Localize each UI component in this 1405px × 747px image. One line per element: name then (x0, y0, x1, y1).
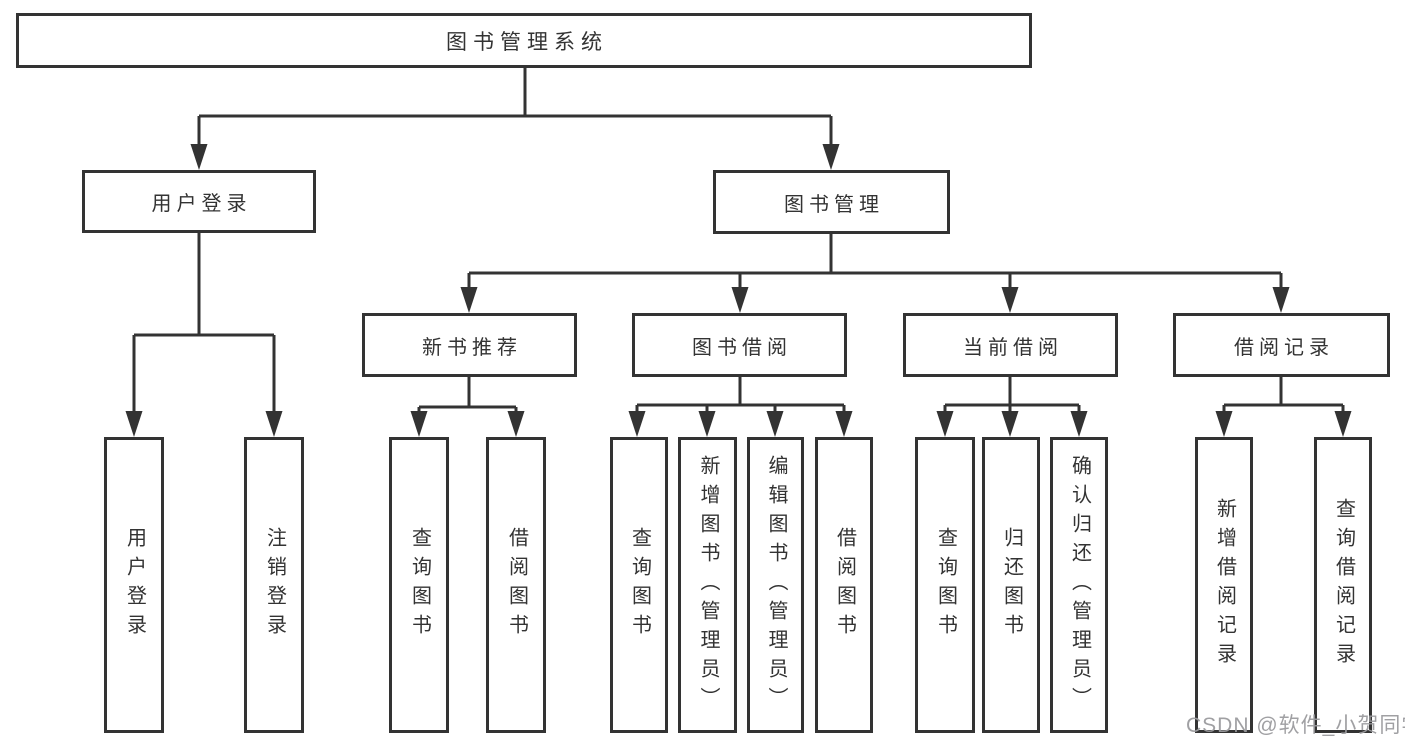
arrowhead (1070, 411, 1088, 437)
connector-user-login (132, 233, 276, 415)
leaf-query-books-current: 查询图书 (915, 437, 975, 733)
leaf-query-borrow-record: 查询借阅记录 (1314, 437, 1372, 733)
arrowhead (125, 411, 143, 437)
connector-root (197, 68, 833, 148)
arrowhead (1001, 411, 1019, 437)
node-label: 查询图书 (408, 527, 431, 643)
node-label: 新书推荐 (422, 336, 522, 359)
node-label: 查询借阅记录 (1332, 498, 1355, 672)
arrowhead (822, 144, 840, 170)
arrowhead (1334, 411, 1352, 437)
leaf-query-books-recommend: 查询图书 (389, 437, 449, 733)
connector-current-borrowing (943, 377, 1081, 415)
arrowhead (698, 411, 716, 437)
arrowhead (265, 411, 283, 437)
node-label: 用户登录 (123, 527, 146, 643)
leaf-return-books: 归还图书 (982, 437, 1040, 733)
node-label: 借阅图书 (833, 527, 856, 643)
arrowhead (507, 411, 525, 437)
arrowhead (766, 411, 784, 437)
leaf-add-borrow-record: 新增借阅记录 (1195, 437, 1253, 733)
node-book-management: 图书管理 (713, 170, 950, 234)
arrowhead (628, 411, 646, 437)
node-label: 当前借阅 (963, 336, 1063, 359)
connector-book-management (467, 234, 1283, 291)
leaf-add-book-admin: 新增图书（管理员） (678, 437, 737, 733)
node-label: 查询图书 (628, 527, 651, 643)
leaf-query-books-borrowing: 查询图书 (610, 437, 668, 733)
node-new-book-recommend: 新书推荐 (362, 313, 577, 377)
node-label: 图书管理系统 (446, 30, 608, 54)
csdn-watermark: CSDN @软件_小贺同学 (1186, 714, 1405, 737)
arrowhead (1272, 287, 1290, 313)
node-label: 新增图书（管理员） (697, 454, 719, 716)
connector-borrowing-records (1222, 377, 1345, 415)
node-current-borrowing: 当前借阅 (903, 313, 1118, 377)
node-label: 编辑图书（管理员） (765, 454, 787, 716)
arrowhead (460, 287, 478, 313)
node-book-borrowing: 图书借阅 (632, 313, 847, 377)
connector-book-borrowing (635, 377, 846, 415)
node-label: 借阅记录 (1234, 336, 1334, 359)
leaf-edit-book-admin: 编辑图书（管理员） (747, 437, 804, 733)
arrowhead (1215, 411, 1233, 437)
node-user-login: 用户登录 (82, 170, 316, 233)
arrowhead (835, 411, 853, 437)
node-label: 图书管理 (784, 193, 884, 216)
arrowhead (190, 144, 208, 170)
leaf-borrow-books: 借阅图书 (815, 437, 873, 733)
node-label: 确认归还（管理员） (1068, 454, 1091, 716)
leaf-logout: 注销登录 (244, 437, 304, 733)
node-label: 新增借阅记录 (1213, 498, 1236, 672)
node-label: 借阅图书 (505, 527, 528, 643)
leaf-user-login: 用户登录 (104, 437, 164, 733)
node-borrowing-records: 借阅记录 (1173, 313, 1390, 377)
node-label: 图书借阅 (692, 336, 792, 359)
node-label: 用户登录 (151, 193, 252, 215)
arrowhead (410, 411, 428, 437)
leaf-confirm-return-admin: 确认归还（管理员） (1050, 437, 1108, 733)
node-label: 查询图书 (934, 527, 957, 643)
leaf-borrow-books-recommend: 借阅图书 (486, 437, 546, 733)
connector-new-book-recommend (417, 377, 518, 415)
node-label: 注销登录 (263, 527, 286, 643)
arrowhead (731, 287, 749, 313)
arrowhead (936, 411, 954, 437)
node-library-management-system: 图书管理系统 (16, 13, 1032, 68)
arrowhead (1001, 287, 1019, 313)
node-label: 归还图书 (1000, 527, 1023, 643)
